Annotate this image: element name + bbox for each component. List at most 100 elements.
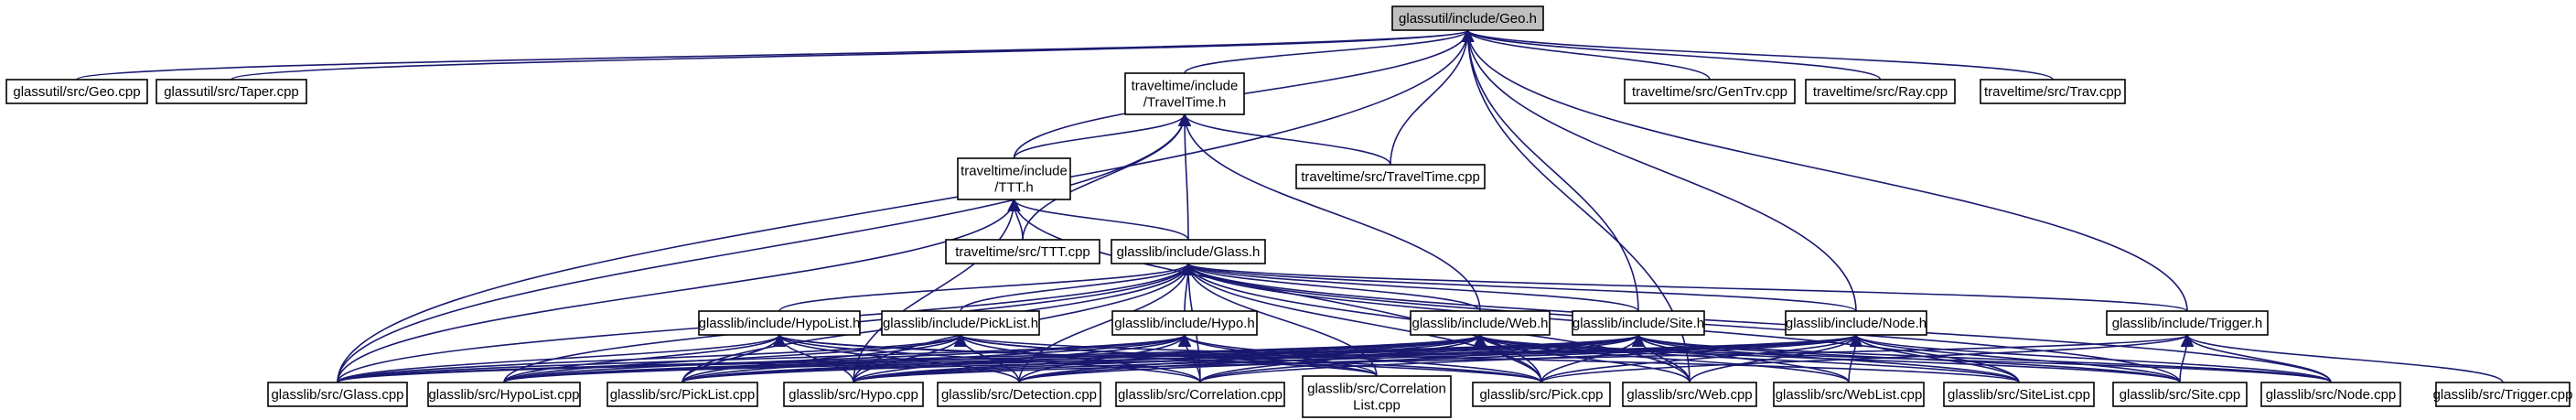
edge-glass_h-to-hypolist_h [778, 262, 1195, 312]
edge-geo_h-to-glass_cpp [337, 28, 1475, 383]
edge-geo_h-to-gentrv_cpp [1461, 28, 1711, 81]
node-label: glasslib/include/HypoList.h [699, 316, 861, 331]
edge-glass_h-to-site_h [1182, 262, 1639, 312]
node-label: /TTT.h [994, 180, 1034, 196]
node-box[interactable] [698, 310, 861, 336]
edge-glass_h-to-trigger_h [1182, 262, 2188, 312]
node-label: glassutil/include/Geo.h [1399, 11, 1537, 27]
node-gentrv-cpp[interactable]: traveltime/src/GenTrv.cpp [1624, 79, 1796, 104]
node-ttt-cpp[interactable]: traveltime/src/TTT.cpp [945, 239, 1100, 264]
node-hypo-h[interactable]: glasslib/include/Hypo.h [1111, 310, 1258, 336]
edge-glass_h-to-picklist_h [960, 262, 1196, 312]
node-box[interactable] [957, 157, 1071, 200]
node-web-cpp[interactable]: glasslib/src/Web.cpp [1622, 382, 1757, 407]
node-trav-cpp[interactable]: traveltime/src/Trav.cpp [1980, 79, 2126, 104]
node-glass-h[interactable]: glasslib/include/Glass.h [1111, 239, 1266, 264]
edge-trigger_h-to-trigger_cpp [2180, 333, 2504, 383]
node-glass-cpp[interactable]: glasslib/src/Glass.cpp [267, 382, 408, 407]
edge-node_h-to-detection_cpp [1018, 333, 1862, 383]
node-node-h[interactable]: glasslib/include/Node.h [1785, 310, 1927, 336]
node-box[interactable] [1785, 310, 1927, 336]
node-trigger-h[interactable]: glasslib/include/Trigger.h [2106, 310, 2269, 336]
node-hypo-cpp[interactable]: glasslib/src/Hypo.cpp [783, 382, 924, 407]
node-label: /TravelTime.h [1143, 95, 1227, 111]
node-label: glassutil/src/Geo.cpp [13, 84, 140, 100]
nodes-layer: glassutil/include/Geo.h glassutil/src/Geo… [5, 5, 2573, 418]
node-box[interactable] [1111, 239, 1266, 264]
node-label: glasslib/src/Glass.cpp [271, 387, 403, 403]
node-box[interactable] [1111, 310, 1258, 336]
node-box[interactable] [267, 382, 408, 407]
node-box[interactable] [606, 382, 758, 407]
node-box[interactable] [1115, 382, 1285, 407]
node-box[interactable] [2106, 310, 2269, 336]
node-box[interactable] [1943, 382, 2095, 407]
node-sitelist-cpp[interactable]: glasslib/src/SiteList.cpp [1943, 382, 2095, 407]
node-label: traveltime/src/TravelTime.cpp [1301, 169, 1480, 185]
node-box[interactable] [937, 382, 1101, 407]
node-picklist-h[interactable]: glasslib/include/PickList.h [881, 310, 1040, 336]
node-hypolist-cpp[interactable]: glasslib/src/HypoList.cpp [427, 382, 581, 407]
node-correlation-cpp[interactable]: glasslib/src/Correlation.cpp [1115, 382, 1285, 407]
node-hypolist-h[interactable]: glasslib/include/HypoList.h [698, 310, 861, 336]
node-box[interactable] [1980, 79, 2126, 104]
node-box[interactable] [1805, 79, 1956, 104]
node-box[interactable] [881, 310, 1040, 336]
node-label: glasslib/src/Site.cpp [2120, 387, 2241, 403]
node-site-h[interactable]: glasslib/include/Site.h [1572, 310, 1705, 336]
node-node-cpp[interactable]: glasslib/src/Node.cpp [2260, 382, 2401, 407]
node-box[interactable] [2260, 382, 2401, 407]
node-box[interactable] [1302, 375, 1452, 418]
node-picklist-cpp[interactable]: glasslib/src/PickList.cpp [606, 382, 758, 407]
edge-site_h-to-node_cpp [1632, 333, 2332, 383]
node-box[interactable] [1572, 310, 1705, 336]
edge-site_h-to-site_cpp [1632, 333, 2181, 383]
node-box[interactable] [2435, 382, 2571, 407]
node-site-cpp[interactable]: glasslib/src/Site.cpp [2112, 382, 2248, 407]
node-box[interactable] [1391, 5, 1544, 31]
node-weblist-cpp[interactable]: glasslib/src/WebList.cpp [1773, 382, 1925, 407]
node-label: List.cpp [1353, 398, 1401, 414]
node-box[interactable] [2112, 382, 2248, 407]
edge-glass_h-to-node_cpp [1182, 262, 2332, 383]
node-box[interactable] [1773, 382, 1925, 407]
node-box[interactable] [156, 79, 307, 104]
node-label: glasslib/src/WebList.cpp [1776, 387, 1923, 403]
edge-picklist_h-to-glass_cpp [337, 333, 967, 383]
node-ray-cpp[interactable]: traveltime/src/Ray.cpp [1805, 79, 1956, 104]
node-taper-cpp[interactable]: glassutil/src/Taper.cpp [156, 79, 307, 104]
node-box[interactable] [1295, 164, 1486, 189]
node-trigger-cpp[interactable]: glasslib/src/Trigger.cpp [2433, 382, 2573, 407]
node-detection-cpp[interactable]: glasslib/src/Detection.cpp [937, 382, 1101, 407]
node-label: glasslib/src/Node.cpp [2266, 387, 2397, 403]
edge-geo_h-to-trav_cpp [1461, 28, 2054, 81]
node-box[interactable] [1124, 72, 1245, 115]
node-web-h[interactable]: glasslib/include/Web.h [1410, 310, 1551, 336]
node-traveltime-cpp[interactable]: traveltime/src/TravelTime.cpp [1295, 164, 1486, 189]
edge-trigger_h-to-hypo_cpp [853, 333, 2194, 383]
node-geo-cpp[interactable]: glassutil/src/Geo.cpp [5, 79, 148, 104]
node-pick-cpp[interactable]: glasslib/src/Pick.cpp [1472, 382, 1611, 407]
node-label: glasslib/src/Pick.cpp [1479, 387, 1603, 403]
node-box[interactable] [1622, 382, 1757, 407]
edge-glass_h-to-node_h [1182, 262, 1857, 312]
edge-site_h-to-hypolist_cpp [503, 333, 1645, 383]
node-box[interactable] [945, 239, 1100, 264]
node-label: glasslib/include/Trigger.h [2112, 316, 2263, 331]
node-box[interactable] [5, 79, 148, 104]
edge-geo_h-to-taper_cpp [231, 28, 1474, 81]
node-box[interactable] [1472, 382, 1611, 407]
node-box[interactable] [1410, 310, 1551, 336]
edge-ttt_h-to-glass_cpp [337, 198, 1021, 383]
node-traveltime-h[interactable]: traveltime/include/TravelTime.h [1124, 72, 1245, 115]
node-ttt-h[interactable]: traveltime/include/TTT.h [957, 157, 1071, 200]
node-box[interactable] [783, 382, 924, 407]
node-geo-h[interactable]: glassutil/include/Geo.h [1391, 5, 1544, 31]
edge-traveltime_h-to-web_h [1177, 113, 1481, 312]
edge-traveltime_h-to-glass_h [1177, 113, 1192, 241]
node-box[interactable] [1624, 79, 1796, 104]
edge-hypo_h-to-glass_cpp [337, 333, 1191, 383]
node-box[interactable] [427, 382, 581, 407]
node-label: glasslib/src/SiteList.cpp [1948, 387, 2090, 403]
